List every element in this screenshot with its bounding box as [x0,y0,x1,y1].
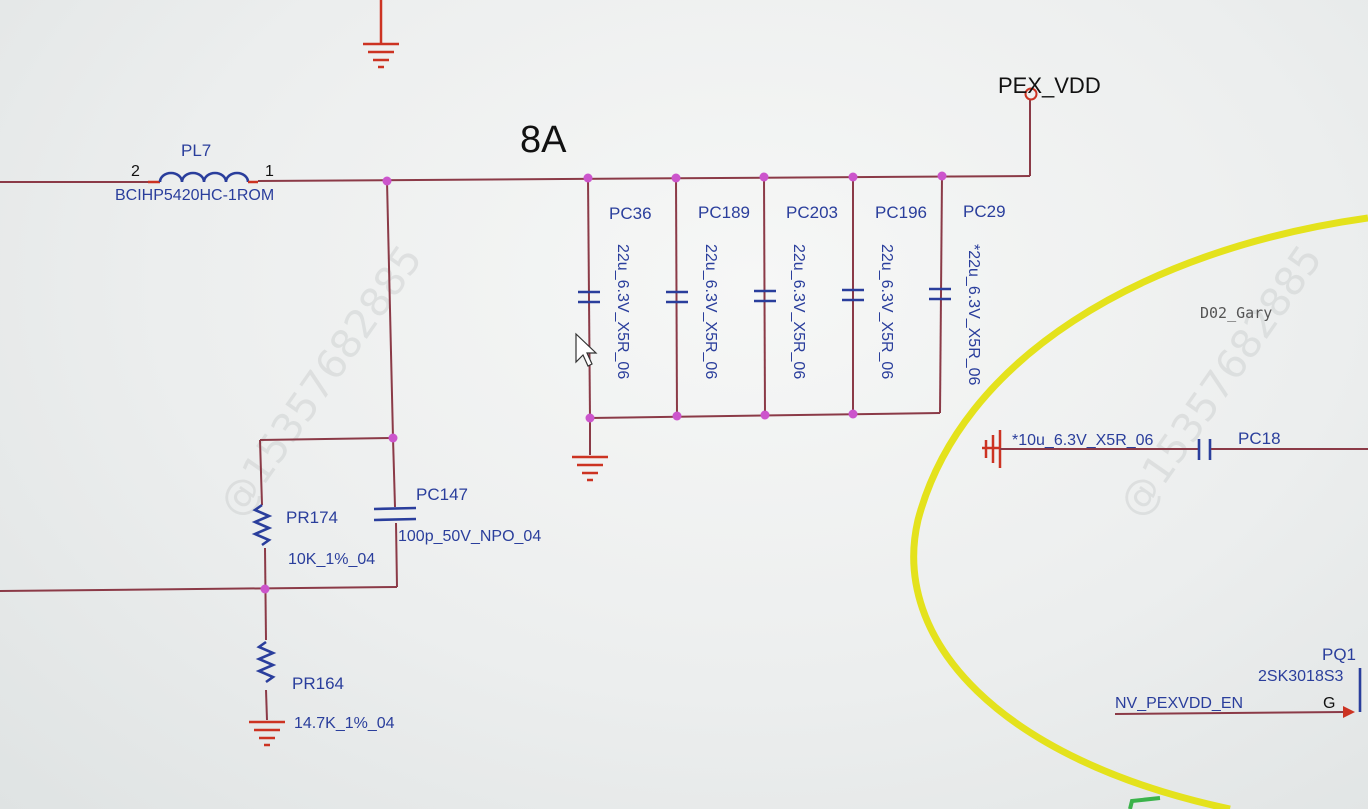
power-net-label: PEX_VDD [998,73,1101,98]
capacitor-plates [578,287,951,304]
resistor-pr174 [251,503,273,547]
ground-symbol-caps [572,455,608,482]
designer-note: D02_Gary [1200,304,1272,322]
pc36-value: 22u_6.3V_X5R_06 [614,244,631,379]
pc18-ref: PC18 [1238,429,1281,448]
resistor-pr164 [255,640,277,684]
pr164-ref: PR164 [292,674,344,693]
pr174-value: 10K_1%_04 [288,551,375,568]
pc29-value: *22u_6.3V_X5R_06 [965,244,982,386]
pc203-value: 22u_6.3V_X5R_06 [790,244,807,379]
highlight-circle [910,214,1368,809]
pc29-ref: PC29 [963,202,1006,221]
ground-symbol-pc18 [982,430,1002,468]
main-rail-wire [0,100,1031,183]
inductor-pin-1-label: 1 [265,163,274,180]
net-port-circle [1024,87,1038,101]
inductor-value-label: BCIHP5420HC-1ROM [115,187,274,204]
gate-pin-label: G [1323,695,1335,712]
pc36-ref: PC36 [609,204,652,223]
pc18-value: *10u_6.3V_X5R_06 [1012,432,1154,449]
capacitor-pc147 [373,506,417,522]
pc189-ref: PC189 [698,203,750,222]
ground-symbol-bottom [249,720,285,747]
ground-symbol-top [363,0,399,69]
capacitor-bank-wiring [587,175,943,455]
pc196-value: 22u_6.3V_X5R_06 [878,244,895,379]
pc196-ref: PC196 [875,203,927,222]
pc147-ref: PC147 [416,485,468,504]
enable-net-label: NV_PEXVDD_EN [1115,695,1243,712]
inductor-pl7 [148,171,258,184]
mosfet-part: 2SK3018S3 [1258,668,1344,685]
feedback-wire [386,180,394,439]
inductor-pin-2-label: 2 [131,163,140,180]
mosfet-ref: PQ1 [1322,645,1356,664]
pc147-value: 100p_50V_NPO_04 [398,528,541,545]
gate-pin-arrow-icon [1343,706,1355,718]
pc203-ref: PC203 [786,203,838,222]
enable-net-wire [1114,711,1346,715]
pr174-ref: PR174 [286,508,338,527]
pc189-value: 22u_6.3V_X5R_06 [702,244,719,379]
feedback-network-wiring [0,437,398,721]
watermark-text: @15357682885 [211,237,432,525]
pr164-value: 14.7K_1%_04 [294,715,395,732]
mouse-cursor-icon [575,332,598,367]
junction-dots [260,171,947,594]
current-label: 8A [520,119,567,161]
partial-green-marker [1128,796,1161,809]
inductor-ref-label: PL7 [181,141,211,160]
